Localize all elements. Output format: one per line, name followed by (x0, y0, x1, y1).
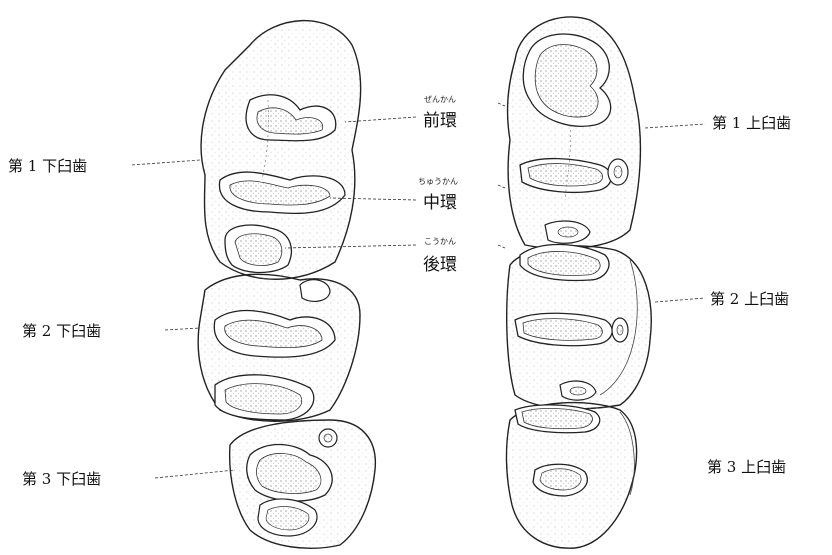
leader-posterior-reading (498, 245, 505, 248)
upper-molar-2 (507, 244, 652, 408)
label-lower-molar-3: 第 3 下臼歯 (22, 468, 101, 489)
label-posterior-loop: 後環 (423, 250, 457, 275)
label-lower-molar-1: 第 1 下臼歯 (8, 155, 87, 176)
reading-middle-loop: ちゅうかん (418, 176, 458, 187)
lower-molar-1 (201, 21, 361, 280)
lower-molar-2 (198, 274, 360, 421)
leader-anterior-reading (498, 103, 505, 106)
leader-upper-molar-1 (645, 124, 705, 128)
label-anterior-loop: 前環 (423, 106, 457, 131)
reading-anterior-loop: ぜんかん (424, 94, 456, 105)
leader-lower-molar-1 (132, 160, 200, 165)
label-upper-molar-2: 第 2 上臼歯 (710, 288, 789, 309)
lower-molar-3 (230, 420, 376, 548)
label-upper-molar-1: 第 1 上臼歯 (712, 112, 791, 133)
upper-molar-1 (508, 17, 641, 249)
upper-molar-3 (506, 403, 636, 549)
label-upper-molar-3: 第 3 上臼歯 (707, 456, 786, 477)
reading-posterior-loop: こうかん (424, 236, 456, 247)
label-middle-loop: 中環 (423, 188, 457, 213)
leader-lower-molar-2 (165, 328, 200, 330)
leader-lower-molar-3 (155, 470, 235, 478)
leader-middle-reading (498, 185, 505, 188)
leader-upper-molar-2 (655, 298, 705, 302)
label-lower-molar-2: 第 2 下臼歯 (22, 320, 101, 341)
